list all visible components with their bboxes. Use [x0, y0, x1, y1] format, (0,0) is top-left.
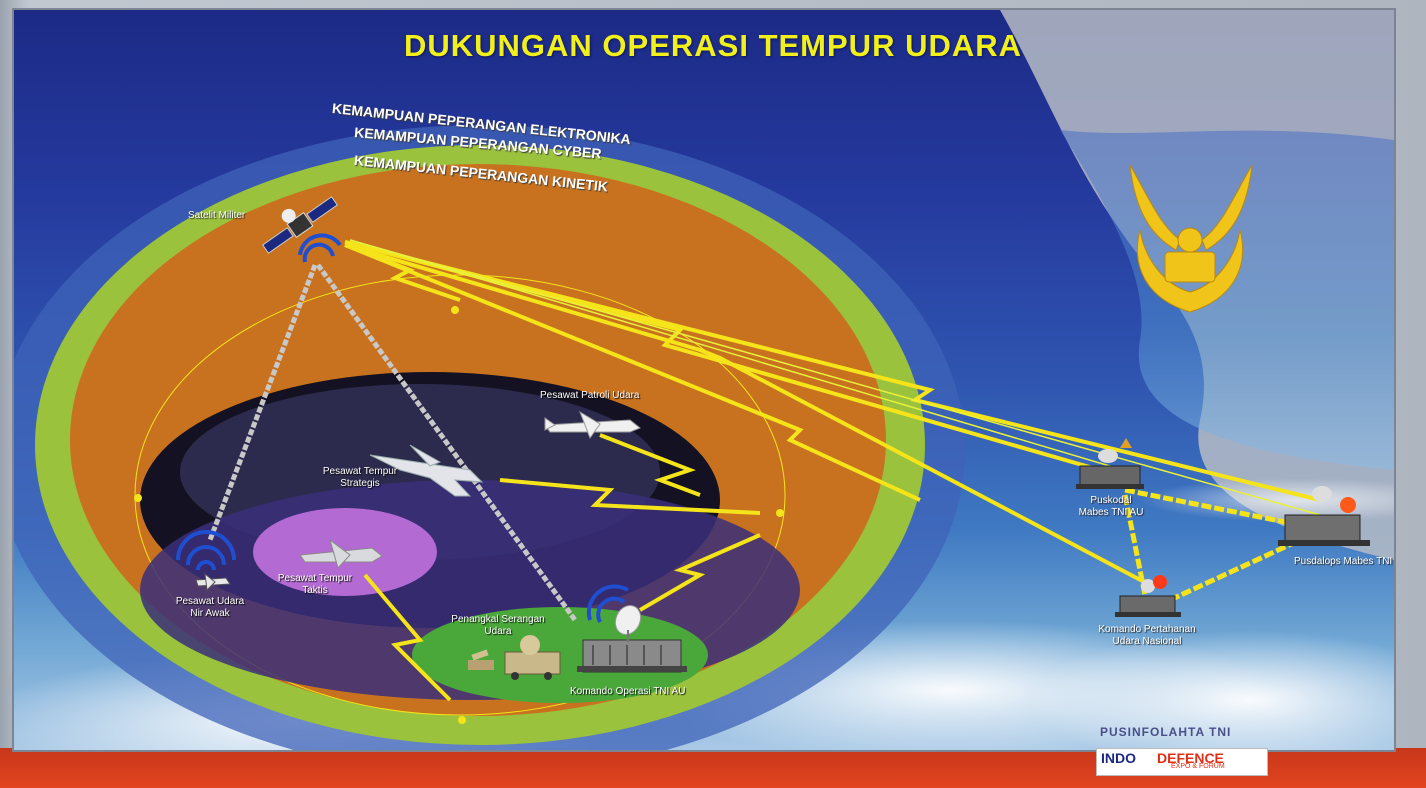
- wifi-signal-icon: [176, 530, 236, 571]
- label-puskodal: Puskodal Mabes TNI AU: [1078, 495, 1144, 518]
- radar-dish-icon: [504, 635, 561, 680]
- drone-icon: [195, 572, 231, 592]
- poster-title: DUKUNGAN OPERASI TEMPUR UDARA: [403, 28, 1022, 63]
- orbit-line: [134, 274, 786, 716]
- indodefence-badge: INDO DEFENCE EXPO & FORUM: [1096, 748, 1268, 776]
- jet-fighter-icon: [369, 444, 484, 497]
- badge-sub: EXPO & FORUM: [1171, 763, 1225, 770]
- satellite-icon: [262, 196, 338, 254]
- label-nir-awak: Pesawat Udara Nir Awak: [175, 596, 245, 619]
- jet-fighter-icon: [299, 538, 383, 569]
- label-penangkal: Penangkal Serangan Udara: [451, 614, 545, 637]
- label-tempur-strategis: Pesawat Tempur Strategis: [322, 466, 398, 489]
- label-satelit: Satelit Militer: [188, 210, 246, 221]
- pusdalops-building-icon: [1278, 486, 1370, 546]
- radar-dish-icon: [614, 604, 642, 642]
- label-kohop: Komando Operasi TNI AU: [570, 686, 686, 697]
- label-patroli: Pesawat Patroli Udara: [540, 390, 640, 401]
- credit-pusinfolahta: PUSINFOLAHTA TNI: [1100, 725, 1232, 739]
- badge-indo: INDO: [1101, 750, 1136, 766]
- orbit-dot: [776, 509, 784, 517]
- label-kohanudnas: Komando Pertahanan Udara Nasional: [1098, 624, 1196, 647]
- wifi-signal-icon: [586, 584, 630, 623]
- blue-sky-right: [1060, 130, 1394, 470]
- puskodal-building-icon: [1076, 438, 1144, 489]
- satellite-link-left: [207, 263, 578, 622]
- hq-network-links: [1122, 487, 1302, 603]
- label-pusdalops: Pusdalops Mabes TNI: [1294, 556, 1393, 567]
- lightning-links: [344, 240, 1321, 702]
- air-force-emblem-icon: [1129, 164, 1253, 313]
- badge-defence: DEFENCE: [1157, 750, 1224, 766]
- kohanudnas-building-icon: [1115, 575, 1181, 617]
- missile-launcher-icon: [468, 649, 494, 670]
- orbit-dot: [451, 306, 459, 314]
- thin-links: [349, 239, 1321, 516]
- orbit-dot: [458, 716, 466, 724]
- orbit-dot: [134, 494, 142, 502]
- patrol-aircraft-icon: [544, 410, 641, 440]
- building-icon: [577, 639, 687, 673]
- label-tempur-taktis: Pesawat Tempur Taktis: [277, 573, 353, 596]
- wifi-signal-icon: [298, 233, 342, 263]
- cloud: [1030, 630, 1394, 750]
